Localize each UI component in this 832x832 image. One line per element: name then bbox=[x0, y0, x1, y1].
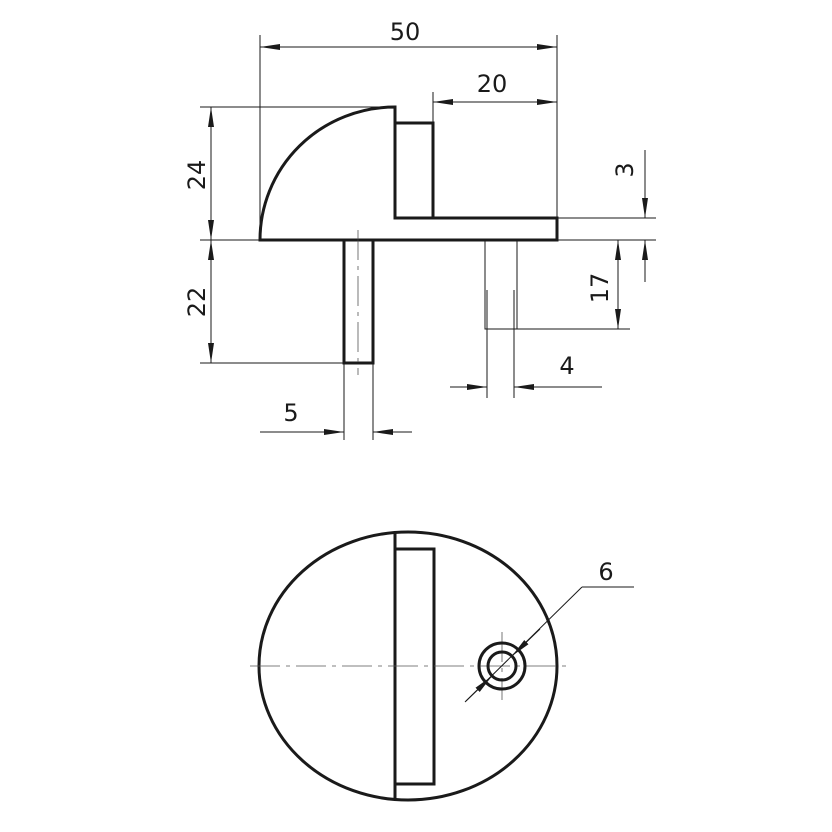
hole-outer bbox=[477, 641, 527, 691]
hole-inner bbox=[486, 650, 518, 682]
dim-label-6: 6 bbox=[598, 558, 613, 586]
rubber-block-plan bbox=[393, 547, 436, 786]
dim-label-17: 17 bbox=[586, 273, 614, 304]
rubber-block bbox=[393, 121, 435, 220]
extension-lines bbox=[200, 35, 656, 440]
dim-label-4: 4 bbox=[559, 352, 574, 380]
left-pin bbox=[342, 238, 375, 365]
side-view: 50 20 24 22 3 17 4 5 bbox=[183, 18, 656, 440]
dim-arrow-6-upper bbox=[511, 628, 541, 657]
dim-label-22: 22 bbox=[183, 287, 211, 318]
dim-arrow-6-lower bbox=[465, 675, 493, 702]
right-pin bbox=[484, 240, 518, 330]
dim-label-20: 20 bbox=[477, 70, 508, 98]
dim-label-24: 24 bbox=[183, 160, 211, 191]
plan-view: 6 bbox=[250, 530, 634, 802]
body-outline bbox=[258, 105, 559, 242]
dim-label-50: 50 bbox=[390, 18, 421, 46]
dim-label-3: 3 bbox=[611, 162, 639, 177]
dim-label-5: 5 bbox=[283, 399, 298, 427]
